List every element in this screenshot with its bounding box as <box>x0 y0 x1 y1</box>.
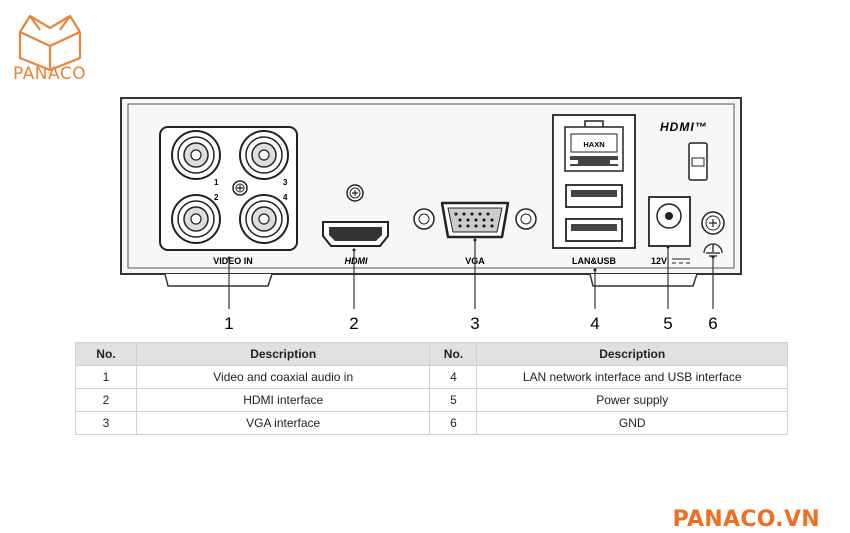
bnc-label-2: 2 <box>214 193 219 202</box>
hdmi-port-inner <box>329 227 382 241</box>
cell-description: Video and coaxial audio in <box>135 365 431 389</box>
callout-1: 1 <box>224 314 233 333</box>
callout-4: 4 <box>590 314 599 333</box>
table-header-row: No. Description No. Description <box>75 342 788 366</box>
dc-symbol-icon <box>672 258 690 264</box>
cell-description: GND <box>476 411 788 435</box>
description-table: No. Description No. Description 1 Video … <box>75 342 788 435</box>
cell-description: VGA interface <box>135 411 431 435</box>
table-row: 3 VGA interface 6 GND <box>75 411 788 435</box>
cell-no: 2 <box>75 388 137 412</box>
ground-screw-icon <box>701 211 725 235</box>
bnc-label-3: 3 <box>283 178 288 187</box>
cell-no: 3 <box>75 411 137 435</box>
table-row: 1 Video and coaxial audio in 4 LAN netwo… <box>75 365 788 389</box>
rear-panel-diagram: 1 2 3 4 VIDEO IN HDMI VGA HAXN <box>120 97 742 333</box>
header-no-left: No. <box>75 342 137 366</box>
cell-no: 4 <box>429 365 478 389</box>
callout-2: 2 <box>349 314 358 333</box>
hdmi-logo-text: HDMI™ <box>660 120 708 134</box>
cell-no: 1 <box>75 365 137 389</box>
video-in-label: VIDEO IN <box>213 256 253 266</box>
panaco-logo-icon <box>18 14 82 72</box>
header-description-left: Description <box>135 342 431 366</box>
bnc-label-4: 4 <box>283 193 288 202</box>
callout-lines <box>228 240 714 309</box>
cell-description: LAN network interface and USB interface <box>476 365 788 389</box>
lan-port-icon <box>564 120 624 172</box>
lan-usb-label: LAN&USB <box>572 256 616 266</box>
hdmi-screw-icon <box>346 184 364 202</box>
chassis-inner <box>127 103 735 269</box>
callout-5: 5 <box>663 314 672 333</box>
bnc-3-icon <box>239 130 289 180</box>
logo-text: PANACO <box>13 64 87 84</box>
screw-icon <box>232 180 248 196</box>
cell-description: HDMI interface <box>135 388 431 412</box>
left-foot <box>164 273 273 287</box>
usb-port-1-icon <box>565 184 623 208</box>
usb-port-2-icon <box>565 218 623 242</box>
right-foot <box>589 273 698 287</box>
table-row: 2 HDMI interface 5 Power supply <box>75 388 788 412</box>
cell-no: 5 <box>429 388 478 412</box>
callout-3: 3 <box>470 314 479 333</box>
callout-dots <box>227 238 715 272</box>
hdmi-label: HDMI <box>345 256 368 266</box>
vga-port-icon <box>413 201 537 239</box>
header-no-right: No. <box>429 342 478 366</box>
bnc-2-icon <box>171 194 221 244</box>
cell-no: 6 <box>429 411 478 435</box>
bnc-1-icon <box>171 130 221 180</box>
bnc-connectors <box>171 130 289 244</box>
lan-jack-label: HAXN <box>583 140 604 149</box>
power-label: 12V <box>651 256 667 266</box>
callout-6: 6 <box>708 314 717 333</box>
cell-description: Power supply <box>476 388 788 412</box>
bnc-label-1: 1 <box>214 178 219 187</box>
switch-icon <box>688 142 708 181</box>
brand-footer: PANACO.VN <box>672 507 820 532</box>
header-description-right: Description <box>476 342 788 366</box>
power-jack-icon <box>648 196 691 247</box>
bnc-4-icon <box>239 194 289 244</box>
